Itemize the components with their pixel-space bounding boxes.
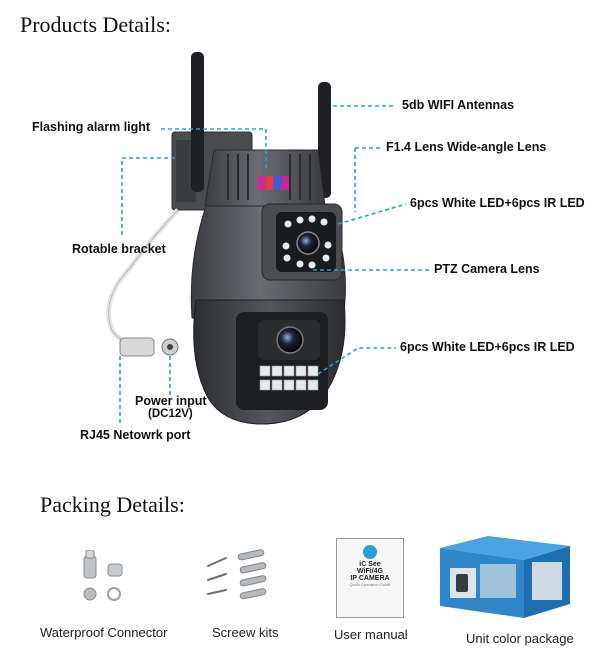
wide-angle-lens (296, 231, 320, 255)
ptz-lens (276, 326, 304, 354)
callout-rj45-port: RJ45 Netowrk port (80, 428, 191, 442)
lower-led-array (259, 365, 319, 391)
callout-ptz-lens: PTZ Camera Lens (434, 262, 540, 276)
callout-led-bottom: 6pcs White LED+6pcs IR LED (400, 340, 575, 354)
manual-logo-icon (363, 545, 377, 559)
callout-alarm-light: Flashing alarm light (32, 120, 151, 134)
products-details-heading: Products Details: (20, 12, 171, 37)
packing-label-connector: Waterproof Connector (40, 625, 168, 640)
cable (106, 208, 180, 348)
rj45-port (119, 337, 155, 357)
callout-led-top: 6pcs White LED+6pcs IR LED (410, 196, 585, 210)
packing-label-color-package: Unit color package (466, 631, 574, 646)
callout-antennas: 5db WIFI Antennas (402, 98, 515, 112)
manual-line2: IP CAMERA (350, 575, 390, 582)
manual-brand: iC See (359, 561, 381, 568)
callout-rotable-bracket: Rotable bracket (72, 242, 166, 256)
cooling-fins (227, 154, 311, 200)
camera-illustration (106, 52, 430, 425)
left-antenna (191, 52, 204, 192)
manual-line3: Quick Operation Guide (349, 582, 391, 587)
manual-line1: WiFi/4G (357, 568, 383, 575)
screws-icon (207, 549, 267, 600)
callout-power-spec: (DC12V) (148, 408, 193, 420)
manual-booklet-icon: iC See WiFi/4G IP CAMERA Quick Operation… (336, 538, 404, 618)
color-box-icon (440, 536, 570, 618)
connector-parts-icon (83, 550, 123, 601)
callout-lines (119, 105, 430, 424)
packing-label-screws: Screew kits (212, 625, 279, 640)
packing-details-heading: Packing Details: (40, 492, 185, 517)
right-antenna (318, 82, 331, 198)
alarm-light-glow (258, 176, 289, 190)
callout-power-input: Power input (135, 394, 207, 408)
packing-label-manual: User manual (334, 627, 408, 642)
callout-wide-angle-lens: F1.4 Lens Wide-angle Lens (386, 140, 547, 154)
upper-led-ring (282, 215, 332, 269)
